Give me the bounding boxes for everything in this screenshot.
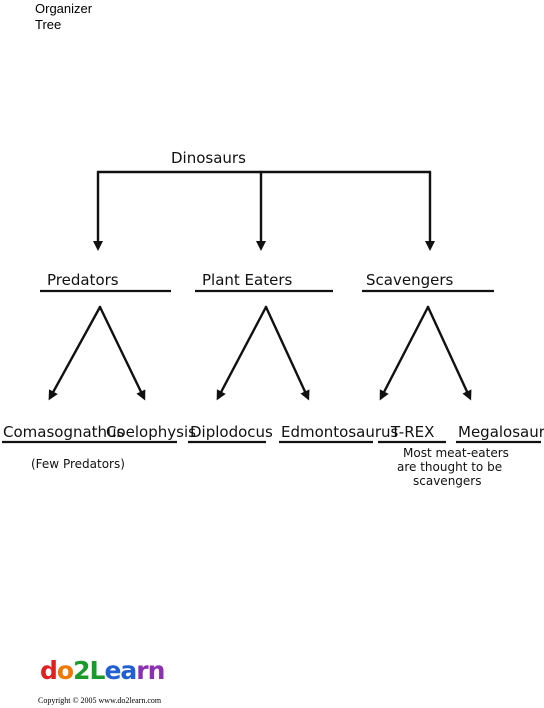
note-scavengers-line-1: Most meat-eaters bbox=[403, 446, 509, 460]
do2learn-logo: do2Learn bbox=[40, 656, 166, 685]
title-line-2: Tree bbox=[35, 17, 62, 32]
arrow-to-trex bbox=[379, 305, 430, 401]
category-plant-eaters: Plant Eaters bbox=[202, 271, 293, 289]
leaf-comasognathus: Comasognathus bbox=[3, 423, 125, 441]
logo-letter: n bbox=[147, 656, 166, 685]
category-scavengers: Scavengers bbox=[366, 271, 453, 289]
logo-letter: L bbox=[89, 656, 106, 685]
logo-letter: o bbox=[56, 656, 74, 685]
arrow-to-edmontosaurus bbox=[264, 305, 310, 401]
logo-letter: d bbox=[40, 656, 58, 685]
category-predators: Predators bbox=[47, 271, 119, 289]
logo-letter: r bbox=[136, 656, 148, 685]
logo-letter: 2 bbox=[73, 656, 90, 685]
arrow-to-comasognathus bbox=[48, 305, 102, 401]
arrow-to-coelophysis bbox=[98, 305, 146, 401]
leaf-coelophysis: Coelophysis bbox=[106, 423, 196, 441]
leaf-edmontosaurus: Edmontosaurus bbox=[281, 423, 399, 441]
note-few-predators: (Few Predators) bbox=[31, 457, 125, 471]
logo-letter: e bbox=[104, 656, 121, 685]
root-label: Dinosaurs bbox=[171, 149, 246, 167]
arrow-to-diplodocus bbox=[216, 305, 268, 401]
note-scavengers-line-2: are thought to be bbox=[397, 460, 502, 474]
logo-letter: a bbox=[120, 656, 137, 685]
arrow-to-megalosaurus bbox=[426, 305, 472, 401]
copyright-footer: Copyright © 2005 www.do2learn.com bbox=[38, 696, 162, 705]
note-scavengers-line-3: scavengers bbox=[413, 474, 481, 488]
worksheet-title: Organizer Tree bbox=[35, 1, 92, 33]
leaf-diplodocus: Diplodocus bbox=[190, 423, 273, 441]
leaf-trex: T-REX bbox=[390, 423, 434, 441]
leaf-megalosaurus: Megalosaurus bbox=[458, 423, 544, 441]
title-line-1: Organizer bbox=[35, 1, 93, 16]
